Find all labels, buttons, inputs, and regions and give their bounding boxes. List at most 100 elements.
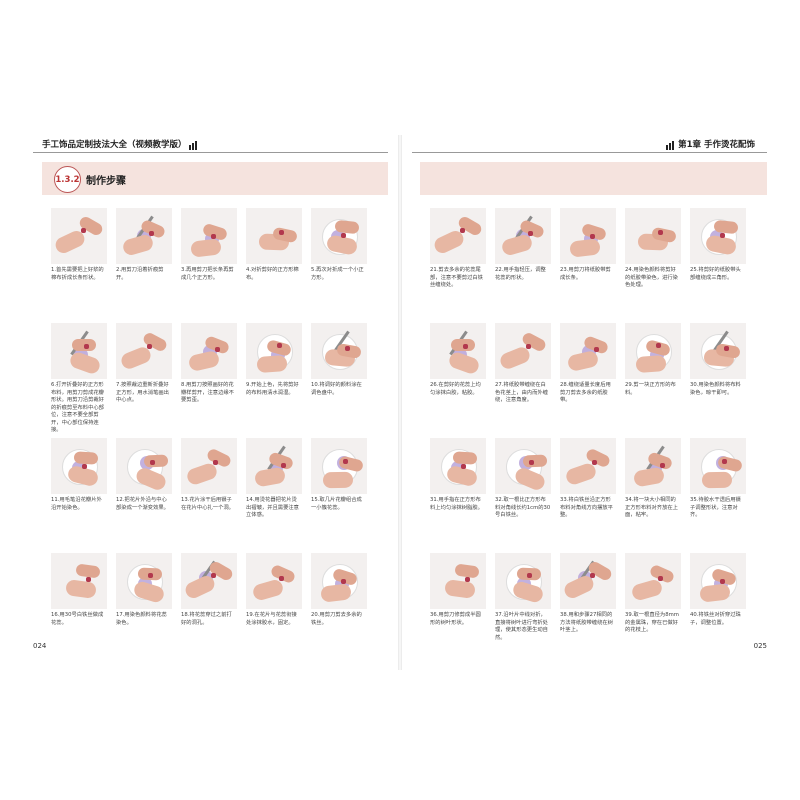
step-card: 36.用剪刀修剪成半圆形的树叶形状。 bbox=[430, 553, 486, 627]
step-card: 5.再次对折成一个小正方形。 bbox=[311, 208, 367, 282]
step-caption: 1.首先需要把上好浆的棉布折成长条形状。 bbox=[51, 267, 104, 281]
step-card: 2.用剪刀沿着折痕剪开。 bbox=[116, 208, 172, 282]
step-card: 4.对折剪好的正方形棉布。 bbox=[246, 208, 302, 282]
left-page: 手工饰品定制技法大全（视频教学版） 1.3.2 制作步骤 1.首先需要把上好浆的… bbox=[33, 135, 388, 670]
step-photo bbox=[495, 438, 551, 494]
section-title: 制作步骤 bbox=[86, 176, 126, 187]
section-banner: 1.3.2 制作步骤 bbox=[42, 162, 388, 195]
step-photo bbox=[430, 438, 486, 494]
step-photo bbox=[625, 323, 681, 379]
step-caption: 37.沿叶片中线对折，直接将树叶进行弯折处理，使其形态更生动自然。 bbox=[495, 612, 548, 641]
step-caption: 3.再用剪刀把长条再剪成几个正方形。 bbox=[181, 267, 234, 281]
step-caption: 14.用烫花器把花片烫出褶皱，并且需要注意立体感。 bbox=[246, 497, 299, 518]
step-caption: 26.在剪好的花蕊上均匀涂抹白胶，粘胶。 bbox=[430, 382, 481, 396]
step-card: 11.用毛笔沿花瓣片外沿开始染色。 bbox=[51, 438, 107, 512]
step-photo bbox=[116, 208, 172, 264]
step-caption: 35.待胶水干透后用镊子调整形状，注意对齐。 bbox=[690, 497, 741, 518]
step-caption: 27.将纸胶带缠绕在白色花茎上，由内而外缠绕，注意角度。 bbox=[495, 382, 548, 403]
step-caption: 11.用毛笔沿花瓣片外沿开始染色。 bbox=[51, 497, 102, 511]
header-rule bbox=[412, 152, 767, 153]
step-caption: 17.用染色颜料将花蕊染色。 bbox=[116, 612, 167, 626]
step-card: 23.用剪刀将纸胶带剪成长条。 bbox=[560, 208, 616, 282]
step-card: 24.用染色颜料将剪好的纸胶带染色，进行染色处理。 bbox=[625, 208, 681, 290]
step-caption: 5.再次对折成一个小正方形。 bbox=[311, 267, 364, 281]
step-card: 13.花片涂干后用镊子在花片中心扎一个洞。 bbox=[181, 438, 237, 512]
step-card: 30.用染色颜料将布料染色，晾干即可。 bbox=[690, 323, 746, 397]
header-bars-icon bbox=[666, 140, 675, 150]
step-card: 18.将花蕊穿过之前打好的洞孔。 bbox=[181, 553, 237, 627]
step-photo bbox=[51, 208, 107, 264]
step-photo bbox=[495, 553, 551, 609]
step-caption: 30.用染色颜料将布料染色，晾干即可。 bbox=[690, 382, 741, 396]
step-photo bbox=[495, 323, 551, 379]
step-caption: 13.花片涂干后用镊子在花片中心扎一个洞。 bbox=[181, 497, 234, 511]
book-gutter bbox=[398, 135, 402, 670]
section-number: 1.3.2 bbox=[54, 166, 81, 193]
step-card: 3.再用剪刀把长条再剪成几个正方形。 bbox=[181, 208, 237, 282]
step-caption: 8.用剪刀按照画好的花瓣样剪开，注意边缘不要剪歪。 bbox=[181, 382, 234, 403]
step-caption: 10.将调好的颜料涂在调色盘中。 bbox=[311, 382, 362, 396]
step-card: 40.将铁丝对折穿过珠子，调整位置。 bbox=[690, 553, 746, 627]
step-card: 35.待胶水干透后用镊子调整形状，注意对齐。 bbox=[690, 438, 746, 520]
step-photo bbox=[246, 323, 302, 379]
step-card: 17.用染色颜料将花蕊染色。 bbox=[116, 553, 172, 627]
step-photo bbox=[625, 208, 681, 264]
step-photo bbox=[246, 208, 302, 264]
step-card: 31.用手指在正方形布料上均匀涂抹树脂胶。 bbox=[430, 438, 486, 512]
step-caption: 29.剪一块正方形的布料。 bbox=[625, 382, 676, 396]
step-card: 7.按照裁边重新折叠好正方形，用水消笔画出中心点。 bbox=[116, 323, 172, 405]
step-card: 6.打开折叠好的正方形布料，用剪刀剪成花瓣形状。用剪刀沿剪裁好的折痕剪至布料中心… bbox=[51, 323, 107, 435]
step-photo bbox=[181, 208, 237, 264]
step-photo bbox=[246, 438, 302, 494]
step-caption: 21.剪去多余的花蕊尾部，注意不要剪过白铁丝缠绕处。 bbox=[430, 267, 483, 288]
step-card: 33.将白铁丝沿正方形布料对角线方向摆放平整。 bbox=[560, 438, 616, 520]
step-photo bbox=[311, 553, 367, 609]
step-caption: 2.用剪刀沿着折痕剪开。 bbox=[116, 267, 164, 281]
step-photo bbox=[116, 323, 172, 379]
step-card: 25.将剪好的纸胶带头部缠绕成三角形。 bbox=[690, 208, 746, 282]
step-photo bbox=[181, 323, 237, 379]
header-bars-icon bbox=[189, 140, 198, 150]
step-card: 16.用30号白铁丝做成花蕊。 bbox=[51, 553, 107, 627]
step-caption: 36.用剪刀修剪成半圆形的树叶形状。 bbox=[430, 612, 481, 626]
step-caption: 15.取几片花瓣组合成一小簇花蕊。 bbox=[311, 497, 362, 511]
step-card: 34.将一块大小相同的正方形布料对齐放在上面，粘牢。 bbox=[625, 438, 681, 520]
step-caption: 9.开始上色，先将剪好的布料用清水润湿。 bbox=[246, 382, 299, 396]
step-photo bbox=[690, 438, 746, 494]
step-photo bbox=[430, 208, 486, 264]
step-photo bbox=[311, 323, 367, 379]
step-caption: 20.用剪刀剪去多余的铁丝。 bbox=[311, 612, 362, 626]
step-card: 29.剪一块正方形的布料。 bbox=[625, 323, 681, 397]
step-caption: 34.将一块大小相同的正方形布料对齐放在上面，粘牢。 bbox=[625, 497, 678, 518]
step-card: 32.取一根比正方形布料对角线长约1cm的30号白铁丝。 bbox=[495, 438, 551, 520]
step-caption: 33.将白铁丝沿正方形布料对角线方向摆放平整。 bbox=[560, 497, 613, 518]
step-caption: 32.取一根比正方形布料对角线长约1cm的30号白铁丝。 bbox=[495, 497, 551, 518]
step-photo bbox=[560, 438, 616, 494]
step-photo bbox=[51, 553, 107, 609]
step-caption: 40.将铁丝对折穿过珠子，调整位置。 bbox=[690, 612, 741, 626]
step-card: 1.首先需要把上好浆的棉布折成长条形状。 bbox=[51, 208, 107, 282]
step-photo bbox=[690, 323, 746, 379]
step-caption: 22.用手指轻压，调整花蕊的形状。 bbox=[495, 267, 546, 281]
step-photo bbox=[625, 553, 681, 609]
step-card: 38.用和步骤27相同的方法将纸胶带缠绕在树叶茎上。 bbox=[560, 553, 616, 635]
step-photo bbox=[495, 208, 551, 264]
step-card: 37.沿叶片中线对折，直接将树叶进行弯折处理，使其形态更生动自然。 bbox=[495, 553, 551, 642]
left-page-header: 手工饰品定制技法大全（视频教学版） bbox=[42, 138, 198, 150]
step-photo bbox=[246, 553, 302, 609]
step-photo bbox=[560, 323, 616, 379]
step-card: 39.取一根直径为8mm的金属珠，穿在已做好的花枝上。 bbox=[625, 553, 681, 635]
step-caption: 28.缠绕适量长度后用剪刀剪去多余的纸胶带。 bbox=[560, 382, 611, 403]
left-page-number: 024 bbox=[33, 642, 47, 650]
right-page-header: 第1章 手作烫花配饰 bbox=[666, 138, 755, 150]
step-photo bbox=[430, 553, 486, 609]
step-caption: 18.将花蕊穿过之前打好的洞孔。 bbox=[181, 612, 232, 626]
step-photo bbox=[690, 553, 746, 609]
step-caption: 19.在花片与花蕊衔接处涂抹胶水，固定。 bbox=[246, 612, 297, 626]
step-caption: 24.用染色颜料将剪好的纸胶带染色，进行染色处理。 bbox=[625, 267, 678, 288]
step-card: 8.用剪刀按照画好的花瓣样剪开，注意边缘不要剪歪。 bbox=[181, 323, 237, 405]
step-caption: 7.按照裁边重新折叠好正方形，用水消笔画出中心点。 bbox=[116, 382, 169, 403]
step-photo bbox=[51, 438, 107, 494]
step-card: 15.取几片花瓣组合成一小簇花蕊。 bbox=[311, 438, 367, 512]
right-page-number: 025 bbox=[753, 642, 767, 650]
